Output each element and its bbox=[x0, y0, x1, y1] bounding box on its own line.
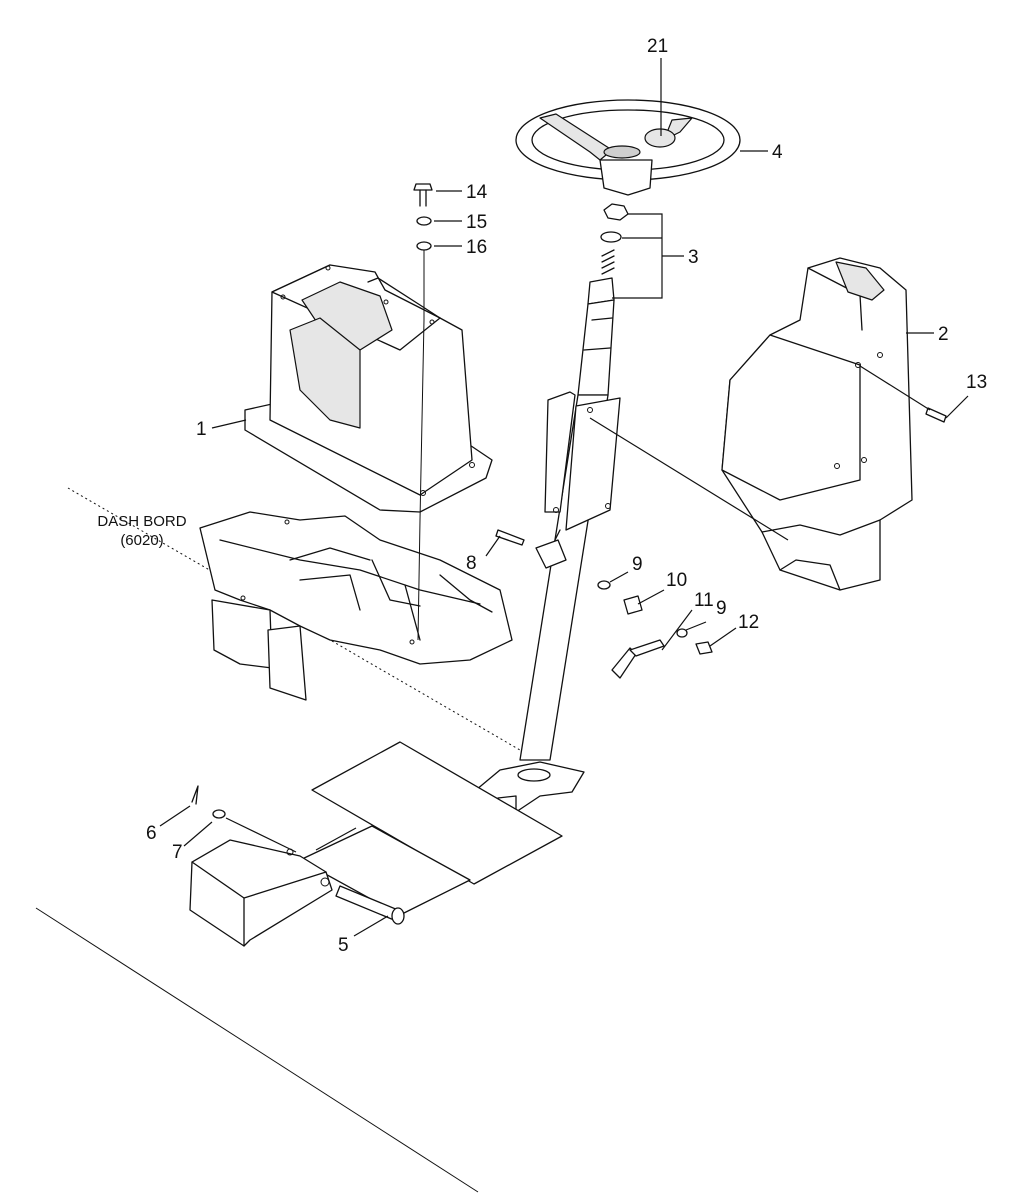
washer-part-16 bbox=[416, 241, 432, 251]
washer-part-9b bbox=[676, 628, 688, 638]
callout-5: 5 bbox=[338, 935, 349, 956]
callout-21: 21 bbox=[647, 36, 668, 57]
reference-line-lower bbox=[35, 907, 479, 1193]
callout-7: 7 bbox=[172, 842, 183, 863]
washer-part-9a bbox=[597, 580, 611, 590]
callout-2: 2 bbox=[938, 324, 949, 345]
callout-3: 3 bbox=[688, 247, 699, 268]
nut-part-15 bbox=[416, 216, 432, 226]
callout-11: 11 bbox=[694, 590, 714, 611]
leader-lines bbox=[159, 58, 969, 937]
screw-part-13 bbox=[925, 407, 947, 423]
callout-10: 10 bbox=[666, 570, 687, 591]
callout-labels: 21 4 14 15 16 3 2 13 1 8 9 10 11 9 12 6 … bbox=[146, 36, 987, 956]
pedal-bracket bbox=[189, 785, 405, 947]
bolt-part-12 bbox=[695, 641, 713, 655]
callout-16: 16 bbox=[466, 237, 487, 258]
post-cover-part-1 bbox=[244, 264, 493, 513]
callout-8: 8 bbox=[466, 553, 477, 574]
side-cover-part-2 bbox=[721, 257, 913, 591]
callout-9b: 9 bbox=[716, 598, 727, 619]
callout-14: 14 bbox=[466, 182, 488, 203]
column-nut-set-part-3 bbox=[600, 203, 629, 275]
dash-board-frame bbox=[199, 511, 513, 701]
callout-1: 1 bbox=[196, 419, 207, 440]
tilt-mechanism-parts bbox=[495, 407, 947, 679]
callout-12: 12 bbox=[738, 612, 759, 633]
callout-13: 13 bbox=[966, 372, 987, 393]
callout-9a: 9 bbox=[632, 554, 643, 575]
dash-bord-label: DASH BORD bbox=[97, 513, 186, 530]
floor-plate bbox=[299, 741, 563, 916]
bolt-part-8 bbox=[495, 529, 525, 546]
bushing-part-10 bbox=[623, 595, 643, 615]
callout-6: 6 bbox=[146, 823, 157, 844]
dash-bord-part-number: (6020) bbox=[120, 532, 163, 549]
screw-part-14 bbox=[413, 183, 433, 191]
callout-4: 4 bbox=[772, 142, 783, 163]
steering-wheel-part-4 bbox=[515, 99, 741, 196]
fastener-parts-14-16 bbox=[413, 183, 433, 641]
callout-15: 15 bbox=[466, 212, 487, 233]
steering-column-shaft bbox=[475, 277, 621, 813]
